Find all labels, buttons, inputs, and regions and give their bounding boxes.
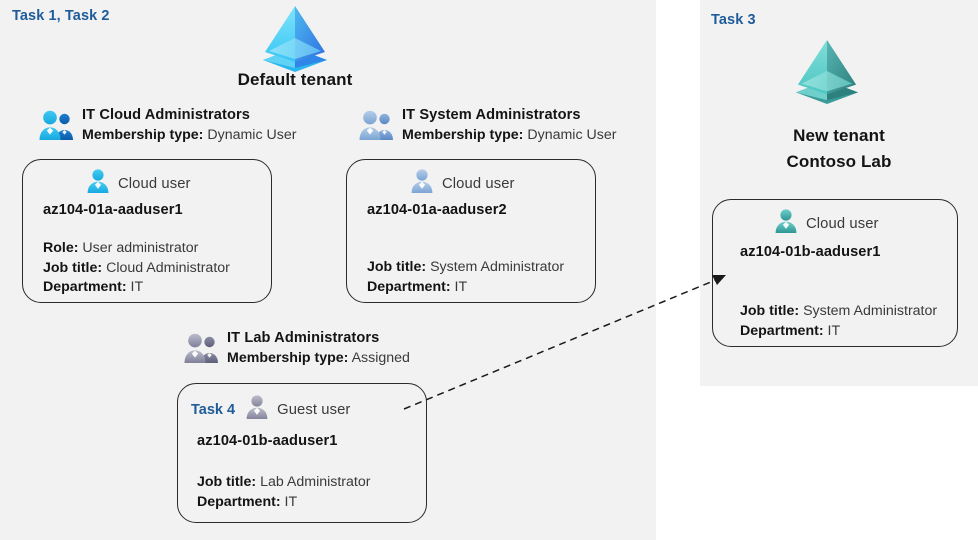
card-user-id: az104-01b-aaduser1 (740, 244, 881, 260)
group-name: IT Cloud Administrators (82, 107, 250, 123)
new-tenant-title-line1: New tenant (793, 126, 885, 145)
attr-label: Job title: (43, 259, 103, 276)
azure-ad-tenant-icon (257, 4, 333, 77)
group-membership: Membership type: Dynamic User (82, 125, 296, 146)
attr-label: Job title: (740, 303, 800, 319)
membership-value: Dynamic User (527, 127, 617, 143)
membership-value: Dynamic User (207, 127, 297, 143)
card-user-id: az104-01b-aaduser1 (197, 433, 338, 449)
attr-label: Department: (367, 278, 451, 295)
cloud-user-icon (773, 208, 799, 239)
group-users-icon (358, 110, 396, 147)
attr-value: IT (284, 493, 298, 510)
membership-label: Membership type: (227, 350, 349, 366)
card-user-type-label: Cloud user (442, 175, 515, 192)
group-name: IT System Administrators (402, 107, 581, 123)
new-tenant-title-line2: Contoso Lab (786, 152, 892, 171)
attr-job-title: Job title: Lab Administrator (197, 473, 370, 493)
attr-job-title: Job title: System Administrator (367, 258, 564, 278)
card-user-type-label: Cloud user (806, 215, 879, 232)
membership-label: Membership type: (82, 127, 204, 143)
attr-value: IT (454, 278, 468, 295)
card-attributes: Job title: System Administrator Departme… (367, 258, 564, 297)
membership-label: Membership type: (402, 127, 524, 143)
default-tenant-panel (0, 0, 656, 540)
card-user-type-label: Guest user (277, 401, 351, 418)
attr-department: Department: IT (197, 493, 370, 513)
card-attributes: Job title: Lab Administrator Department:… (197, 473, 370, 512)
task-label-1-2: Task 1, Task 2 (12, 8, 110, 24)
azure-ad-tenant-icon-teal (790, 38, 864, 109)
cloud-user-icon (85, 168, 111, 199)
attr-label: Department: (43, 279, 127, 295)
attr-job-title: Job title: Cloud Administrator (43, 259, 230, 279)
card-user-id: az104-01a-aaduser2 (367, 202, 507, 218)
group-membership: Membership type: Dynamic User (402, 125, 616, 146)
attr-job-title: Job title: System Administrator (740, 302, 937, 322)
attr-department: Department: IT (43, 278, 230, 298)
group-users-icon (38, 110, 76, 147)
attr-value: User administrator (82, 240, 199, 256)
group-membership: Membership type: Assigned (227, 348, 410, 369)
card-attributes: Job title: System Administrator Departme… (740, 302, 937, 341)
card-user-type: Cloud user (85, 168, 191, 199)
attr-value: Cloud Administrator (106, 259, 230, 276)
card-user-type: Cloud user (409, 168, 515, 199)
attr-role: Role: User administrator (43, 239, 230, 259)
attr-department: Department: IT (740, 322, 937, 342)
attr-value: System Administrator (430, 259, 565, 275)
membership-value: Assigned (351, 350, 410, 366)
cloud-user-icon (409, 168, 435, 199)
card-user-type: Cloud user (773, 208, 879, 239)
attr-label: Job title: (367, 259, 427, 275)
attr-label: Job title: (197, 474, 257, 490)
user-card-new-tenant-aaduser1[interactable]: Cloud user az104-01b-aaduser1 Job title:… (712, 199, 958, 347)
attr-value: IT (827, 322, 841, 339)
user-card-aaduser1[interactable]: Cloud user az104-01a-aaduser1 Role: User… (22, 159, 272, 303)
task-label-4: Task 4 (191, 401, 236, 418)
group-users-icon (183, 333, 221, 370)
card-user-type: Task 4 Guest user (191, 394, 350, 425)
attr-value: System Administrator (803, 303, 938, 319)
card-user-id: az104-01a-aaduser1 (43, 202, 183, 218)
attr-department: Department: IT (367, 278, 564, 298)
attr-value: IT (130, 279, 144, 295)
attr-label: Role: (43, 240, 79, 256)
attr-value: Lab Administrator (260, 474, 371, 490)
group-name: IT Lab Administrators (227, 330, 380, 346)
attr-label: Department: (197, 493, 281, 510)
task-label-3: Task 3 (711, 12, 756, 28)
default-tenant-title: Default tenant (237, 70, 353, 89)
card-attributes: Role: User administrator Job title: Clou… (43, 239, 230, 298)
attr-label: Department: (740, 322, 824, 339)
user-card-aaduser2[interactable]: Cloud user az104-01a-aaduser2 Job title:… (346, 159, 596, 303)
card-user-type-label: Cloud user (118, 175, 191, 192)
user-card-guest-aaduser1[interactable]: Task 4 Guest user az104-01b-aaduser1 Job… (177, 383, 427, 523)
guest-user-icon (244, 394, 270, 425)
